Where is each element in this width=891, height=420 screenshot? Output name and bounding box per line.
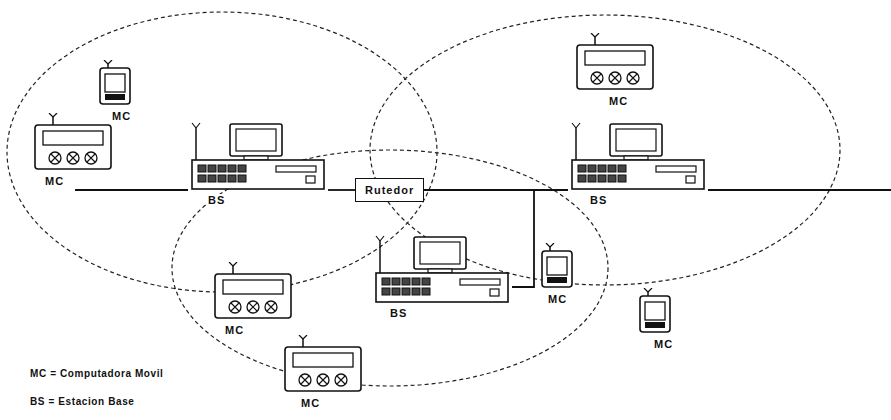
network-link	[328, 189, 355, 191]
mobile-computer-icon	[33, 113, 113, 171]
mobile-computer-icon	[98, 60, 132, 106]
device-label: MC	[546, 293, 569, 306]
base-station: BS	[568, 122, 708, 208]
mobile-computer: MC	[283, 335, 363, 411]
legend-note: BS = Estacion Base	[28, 396, 136, 408]
cell-boundary	[172, 150, 608, 386]
device-label: BS	[588, 194, 609, 207]
base-station-icon	[188, 122, 328, 190]
mobile-computer: MC	[98, 60, 132, 124]
router-box: Rutedor	[355, 178, 424, 202]
base-station-icon	[568, 122, 708, 190]
legend-note: MC = Computadora Movil	[28, 368, 165, 380]
mobile-computer: MC	[540, 243, 574, 307]
mobile-computer-icon	[638, 288, 672, 334]
mobile-computer-icon	[575, 33, 655, 91]
device-label: MC	[223, 324, 246, 337]
cell-boundary	[370, 15, 840, 285]
device-label: MC	[607, 95, 630, 108]
device-label: BS	[206, 194, 227, 207]
device-label: MC	[652, 338, 675, 351]
mobile-computer: MC	[33, 113, 113, 189]
mobile-computer-icon	[540, 243, 574, 289]
base-station: BS	[188, 122, 328, 208]
device-label: MC	[299, 397, 322, 410]
device-label: MC	[43, 175, 66, 188]
router-label: Rutedor	[365, 183, 414, 197]
mobile-computer: MC	[575, 33, 655, 109]
backbone-wire	[75, 189, 188, 191]
mobile-computer: MC	[638, 288, 672, 352]
device-label: MC	[110, 110, 133, 123]
mobile-computer-icon	[213, 262, 293, 320]
cell-boundary	[7, 12, 437, 292]
base-station-icon	[372, 235, 512, 303]
mobile-computer-icon	[283, 335, 363, 393]
device-label: BS	[388, 307, 409, 320]
mobile-computer: MC	[213, 262, 293, 338]
base-station: BS	[372, 235, 512, 321]
backbone-wire	[708, 189, 891, 191]
